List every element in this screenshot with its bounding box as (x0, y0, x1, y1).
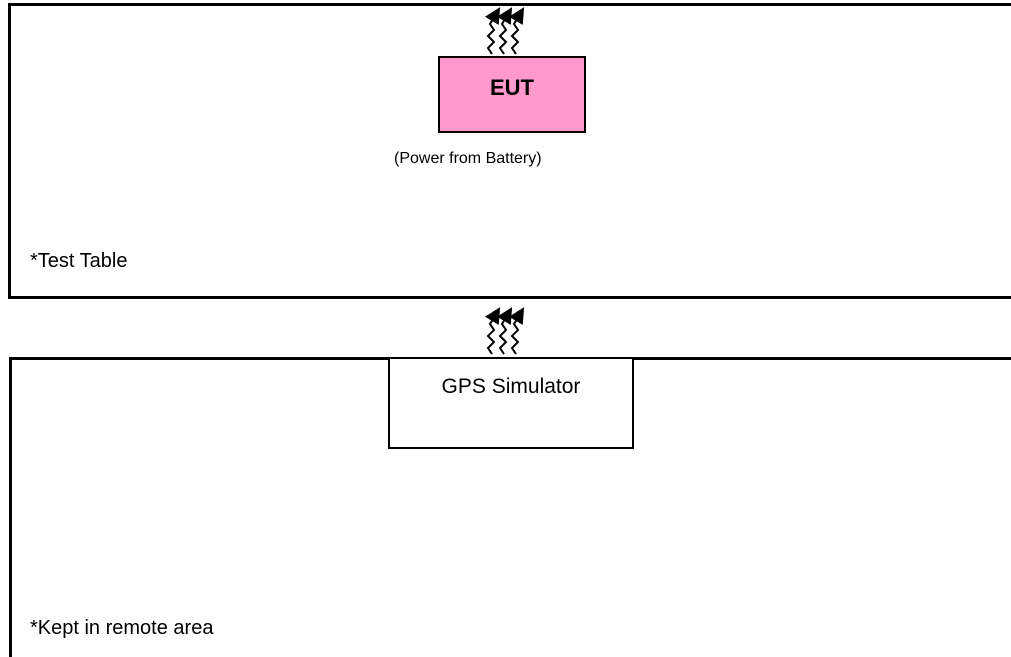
eut-box: EUT (438, 56, 586, 133)
radio-emission-icon (485, 7, 525, 55)
remote-area-label: *Kept in remote area (30, 617, 214, 639)
gps-simulator-label: GPS Simulator (441, 375, 581, 398)
radio-emission-icon (485, 307, 525, 355)
eut-power-note: (Power from Battery) (394, 150, 542, 167)
gps-simulator-box: GPS Simulator (388, 357, 634, 449)
test-table-frame (8, 3, 1011, 299)
test-table-label: *Test Table (30, 250, 128, 272)
eut-label: EUT (490, 74, 534, 100)
